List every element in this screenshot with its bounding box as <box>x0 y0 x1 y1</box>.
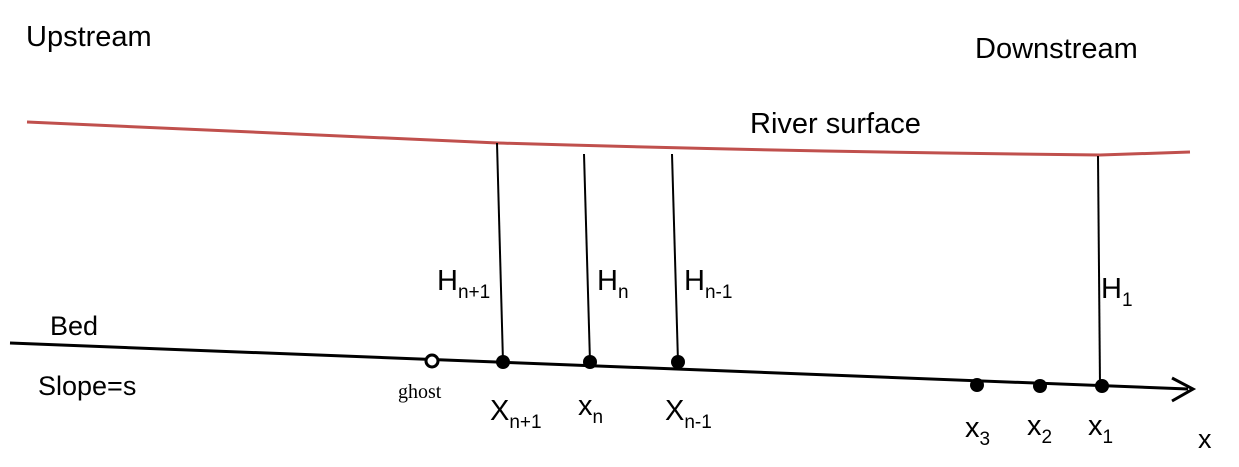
bed-line <box>9 341 1189 391</box>
upstream-label: Upstream <box>26 21 152 53</box>
depth-label-n-plus-1: Hn+1 <box>437 265 490 303</box>
node-2 <box>1033 379 1047 393</box>
node-label-n: xn <box>578 390 603 428</box>
node-label-1: x1 <box>1088 410 1113 448</box>
node-3 <box>970 378 984 392</box>
node-n <box>583 355 597 369</box>
node-label-n-plus-1: Xn+1 <box>490 395 542 433</box>
node-label-n-minus-1: Xn-1 <box>665 395 712 433</box>
node-n-plus-1 <box>496 355 510 369</box>
x-axis-label: x <box>1198 424 1212 454</box>
river-surface-label: River surface <box>750 108 921 140</box>
node-1 <box>1095 379 1109 393</box>
node-label-2: x2 <box>1027 410 1052 448</box>
depth-line-n-minus-1 <box>671 153 679 363</box>
depth-line-n-plus-1 <box>496 142 504 363</box>
bed-label: Bed <box>50 311 98 341</box>
node-n-minus-1 <box>671 355 685 369</box>
slope-label: Slope=s <box>38 371 136 401</box>
depth-label-n-minus-1: Hn-1 <box>684 265 732 303</box>
ghost-node <box>424 353 440 369</box>
depth-line-1 <box>1097 155 1101 387</box>
node-label-3: x3 <box>965 412 990 450</box>
depth-line-n <box>583 153 591 363</box>
depth-label-1: H1 <box>1101 273 1133 311</box>
downstream-label: Downstream <box>975 33 1138 65</box>
x-axis-arrowhead <box>1171 376 1197 403</box>
depth-label-n: Hn <box>597 265 629 303</box>
river-surface-line <box>26 120 1191 157</box>
ghost-label: ghost <box>398 381 442 403</box>
